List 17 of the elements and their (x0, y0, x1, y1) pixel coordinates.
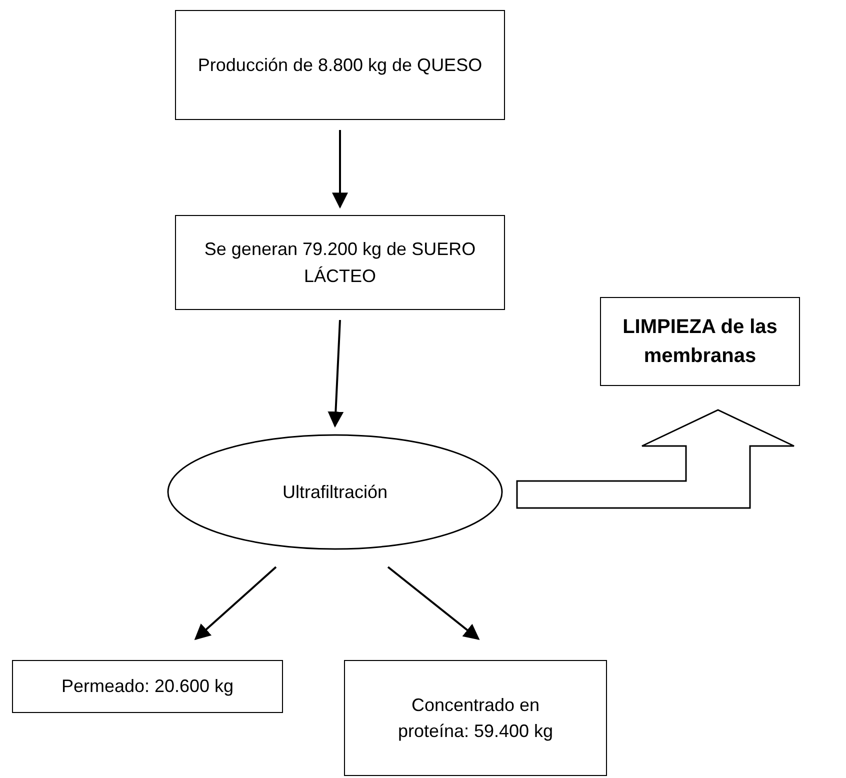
node-text: Permeado: 20.600 kg (61, 675, 234, 698)
process-ellipse (167, 434, 503, 550)
process-box (175, 10, 505, 120)
process-box (12, 660, 283, 713)
node-text: Se generan 79.200 kg de SUERO LÁCTEO (203, 238, 477, 288)
process-box (175, 215, 505, 310)
node-text: LIMPIEZA de las membranas (622, 314, 778, 368)
arrow (387, 566, 480, 640)
node-text: Ultrafiltración (282, 480, 388, 504)
node-text: Producción de 8.800 kg de QUESO (198, 54, 482, 77)
arrow (332, 130, 348, 209)
block-arrow (516, 409, 795, 509)
process-box (600, 297, 800, 386)
process-box (344, 660, 607, 776)
node-text: Concentrado en proteína: 59.400 kg (396, 694, 554, 743)
arrow (194, 566, 277, 640)
arrow (328, 320, 344, 428)
